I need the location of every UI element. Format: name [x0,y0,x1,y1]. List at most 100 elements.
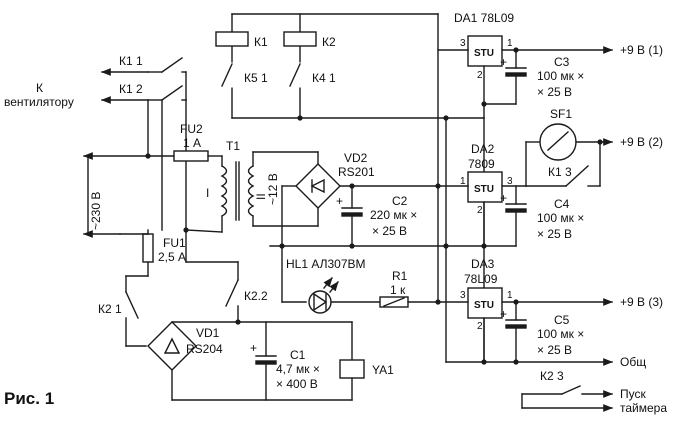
c1-label: С1 [290,348,306,362]
da3-pin2: 2 [477,321,483,332]
da1-pin3: 3 [460,38,466,49]
k1-1-contact [161,57,183,73]
k5-1-contact [221,63,233,87]
hl1-light-arrow-1 [323,277,333,289]
bridge-vd1: VD1 RS204 [125,319,353,401]
vd2-type: RS201 [338,165,375,179]
c2-value-2: × 25 В [372,224,407,238]
t1-secondary-label: II [254,193,268,200]
da1-label: DA1 78L09 [454,11,514,25]
figure-caption: Рис. 1 [4,389,54,408]
k1-3-label: К1 3 [548,165,572,179]
junction [145,153,151,159]
fu1-value: 2,5 А [158,250,186,264]
relay-k1-label: К1 [254,35,268,49]
c5-value-1: 100 мк × [537,327,584,341]
vd1-type: RS204 [186,342,223,356]
c1-value-1: 4,7 мк × [276,362,320,376]
da2-label: DA2 [471,142,495,156]
relay-k1-coil [215,31,249,47]
regulator-da3: DA3 78L09 STU 3 1 2 + С5 100 мк × × 25 В… [437,257,663,365]
common-output: Общ [445,355,646,369]
k1-3-contact [565,165,589,187]
r1-value: 1 к [390,283,406,297]
da2-body [467,171,503,203]
timer-label-2: таймера [620,401,667,415]
c1-plus: + [250,341,257,355]
hl1-diode-symbol [313,292,328,312]
da1-pin2: 2 [477,70,483,81]
t1-secondary-coil [247,165,255,217]
k2-2-contact [225,279,239,307]
da3-pin1: 1 [507,290,513,301]
k2-3-label: К2 3 [540,369,564,383]
thermostat-sf1: SF1 К1 3 +9 В (2) [525,107,663,187]
da3-type: 78L09 [464,272,498,286]
junction [481,101,487,107]
sf1-body [539,123,577,161]
t1-primary-label: I [206,186,209,200]
c3-value-1: 100 мк × [537,69,584,83]
da1-stu: STU [474,48,494,59]
hl1-light-arrow-2 [329,281,339,293]
solenoid-ya1: YA1 [339,321,394,401]
fu1-label: FU1 [163,236,186,250]
junction [235,319,241,325]
c2-value-1: 220 мк × [370,208,417,222]
fan-output-group: К1 1 К1 2 К вентилятору [4,54,187,109]
c5-value-2: × 25 В [537,343,572,357]
bridge-vd2: VD2 RS201 [269,151,447,249]
fu2-body [173,150,209,162]
regulator-da2: DA2 7809 STU 1 3 2 + С4 100 мк × × 25 В [437,142,584,249]
t1-primary-coil [220,165,228,217]
out2-label: +9 В (2) [620,135,663,149]
c5-plus: + [500,307,507,321]
c1-value-2: × 400 В [276,377,318,391]
mains-label: ~230 В [89,192,103,230]
da2-pin2: 2 [477,205,483,216]
c2-label: С2 [392,194,408,208]
fu2-label: FU2 [180,122,203,136]
fan-label-1: К [36,81,43,95]
k2-3-contact [561,385,581,395]
da3-label: DA3 [471,257,495,271]
k2-2-label: К2.2 [244,289,268,303]
ya1-body [339,359,365,379]
da1-pin1: 1 [507,38,513,49]
k1-1-label: К1 1 [119,54,143,68]
junction [481,243,487,249]
r1-label: R1 [392,269,408,283]
c2-plus: + [336,194,343,208]
fan-label-2: вентилятору [4,95,74,109]
da2-type: 7809 [468,157,495,171]
ya1-label: YA1 [372,363,394,377]
hl1-label: HL1 АЛ307ВМ [286,257,366,271]
junction [513,47,519,53]
fuse-fu1: FU1 2,5 А [119,229,186,277]
k1-2-contact [161,85,183,101]
c4-value-2: × 25 В [537,227,572,241]
resistor-r1: R1 1 к [379,269,439,308]
k2-1-contact [125,291,139,319]
da1-body [467,35,503,67]
junction [183,227,189,233]
prim-return [185,229,223,233]
c3-label: С3 [554,55,570,69]
fuse-fu2: FU2 1 А [173,122,223,162]
fu2-value: 1 А [183,136,201,150]
contact-k2: К2 1 К2.2 [98,231,268,347]
da3-body [467,287,503,319]
out3-label: +9 В (3) [620,295,663,309]
k5-1-label: К5 1 [244,71,268,85]
timer-start: К2 3 Пуск таймера [521,369,667,415]
relays-group: К1 К2 К5 1 К4 1 [215,13,485,121]
vd2-diode-symbol [310,178,325,194]
sf1-label: SF1 [550,107,572,121]
junction [443,115,449,121]
da2-stu: STU [474,184,494,195]
da3-pin3: 3 [460,290,466,301]
relay-k2-coil [283,31,317,47]
hl1-body [308,290,332,314]
c3-plus: + [500,55,507,69]
